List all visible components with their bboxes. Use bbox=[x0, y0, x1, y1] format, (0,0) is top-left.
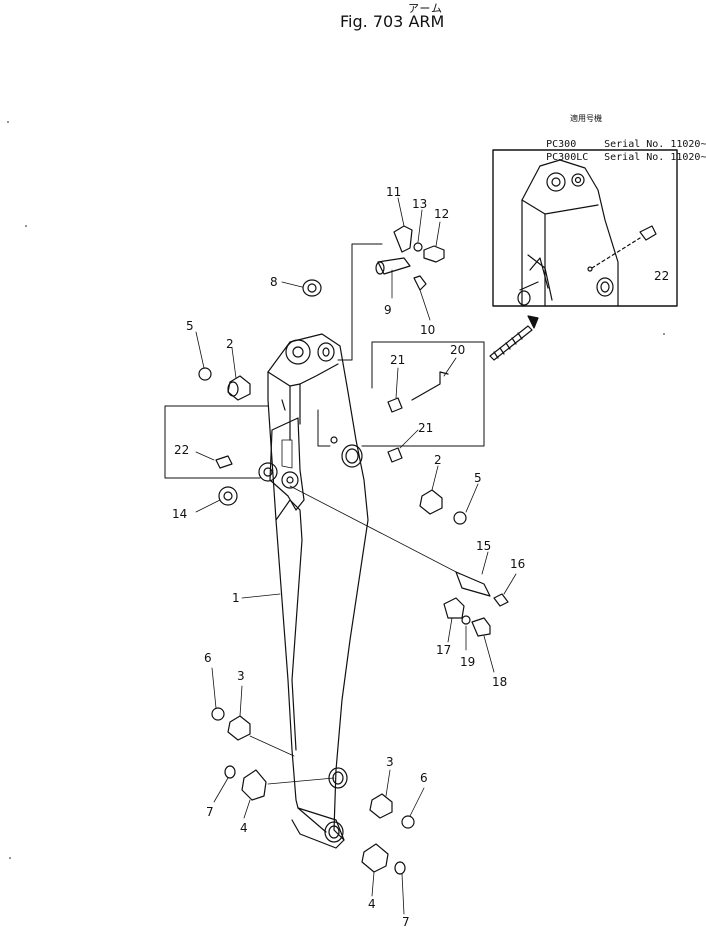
callout-7: 7 bbox=[206, 805, 214, 819]
callout-9: 9 bbox=[384, 303, 392, 317]
part-18-bolt bbox=[471, 617, 491, 637]
part-11-plate bbox=[393, 225, 413, 253]
part-21-fitting bbox=[387, 447, 403, 463]
callout-frames bbox=[164, 243, 485, 479]
callout-16: 16 bbox=[510, 557, 525, 571]
callout-5: 5 bbox=[186, 319, 194, 333]
callout-8: 8 bbox=[270, 275, 278, 289]
part-20-pipe bbox=[411, 371, 449, 401]
callout-1: 1 bbox=[232, 591, 240, 605]
callout-15: 15 bbox=[476, 539, 491, 553]
part-21-fitting bbox=[387, 397, 403, 413]
part-8-washer bbox=[302, 279, 322, 297]
arm-body bbox=[258, 333, 369, 849]
applicability-row: PC300LC Serial No. 11020~ bbox=[510, 137, 706, 179]
callout-13: 13 bbox=[412, 197, 427, 211]
callout-2: 2 bbox=[226, 337, 234, 351]
pin-15-axis-line bbox=[289, 485, 461, 575]
part-4-bushing bbox=[361, 843, 389, 873]
grease-fitting-22 bbox=[639, 225, 657, 241]
part-2-bushing bbox=[227, 375, 251, 401]
part-3-bushing bbox=[369, 793, 393, 819]
callout-7: 7 bbox=[402, 915, 410, 927]
callout-6: 6 bbox=[420, 771, 428, 785]
part-13-washer bbox=[413, 242, 423, 252]
part-10-fitting bbox=[413, 275, 427, 291]
part-2-bushing bbox=[419, 489, 443, 515]
callout-6: 6 bbox=[204, 651, 212, 665]
callout-5: 5 bbox=[474, 471, 482, 485]
part-5-nut bbox=[453, 511, 467, 525]
inset-arm-outline bbox=[521, 159, 619, 307]
callout-3: 3 bbox=[386, 755, 394, 769]
scan-specks bbox=[7, 121, 665, 859]
part-16-fitting bbox=[493, 593, 509, 607]
part-15-pin bbox=[455, 571, 491, 597]
part-6-nut bbox=[211, 707, 225, 721]
serial-range: Serial No. 11020~ bbox=[604, 152, 706, 163]
leader-lines bbox=[195, 197, 517, 915]
inset-frame bbox=[492, 149, 678, 307]
applicability-header: 適用号機 bbox=[570, 114, 602, 123]
view-arrow bbox=[489, 315, 539, 361]
callout-14: 14 bbox=[172, 507, 187, 521]
model-name: PC300LC bbox=[546, 152, 589, 163]
part-9-pin bbox=[377, 257, 411, 275]
serial-range: Serial No. 11020~ bbox=[604, 139, 706, 150]
callout-19: 19 bbox=[460, 655, 475, 669]
part-19-washer bbox=[461, 615, 471, 625]
part-5-nut bbox=[198, 367, 212, 381]
part-7-nut bbox=[224, 765, 236, 779]
part-17-plate bbox=[443, 597, 465, 619]
part-7-nut bbox=[394, 861, 406, 875]
callout-17: 17 bbox=[436, 643, 451, 657]
callout-12: 12 bbox=[434, 207, 449, 221]
inset-detail bbox=[492, 149, 678, 307]
callout-21: 21 bbox=[418, 421, 433, 435]
callout-22: 22 bbox=[654, 269, 669, 283]
parts bbox=[198, 225, 509, 875]
callout-10: 10 bbox=[420, 323, 435, 337]
figure-title: Fig. 703 ARM bbox=[340, 12, 445, 31]
callout-2: 2 bbox=[434, 453, 442, 467]
callout-4: 4 bbox=[240, 821, 248, 835]
part-22-fitting bbox=[215, 455, 233, 469]
figure-title-japanese: アーム bbox=[408, 2, 444, 15]
part-12-bolt bbox=[423, 245, 445, 263]
part-6-nut bbox=[401, 815, 415, 829]
inset-arm-top bbox=[521, 199, 599, 215]
part-4-bushing bbox=[241, 769, 267, 801]
callout-22: 22 bbox=[174, 443, 189, 457]
callout-11: 11 bbox=[386, 185, 401, 199]
part-14-washer bbox=[218, 486, 238, 506]
callout-21: 21 bbox=[390, 353, 405, 367]
callout-4: 4 bbox=[368, 897, 376, 911]
callout-3: 3 bbox=[237, 669, 245, 683]
arm-exploded-drawing: 1 2 2 3 3 4 4 5 5 6 6 7 7 8 9 10 11 12 1… bbox=[7, 121, 678, 927]
part-3-bushing bbox=[227, 715, 251, 741]
callout-20: 20 bbox=[450, 343, 465, 357]
callout-18: 18 bbox=[492, 675, 507, 689]
callout-numbers: 1 2 2 3 3 4 4 5 5 6 6 7 7 8 9 10 11 12 1… bbox=[172, 185, 669, 927]
model-name: PC300 bbox=[546, 139, 577, 150]
